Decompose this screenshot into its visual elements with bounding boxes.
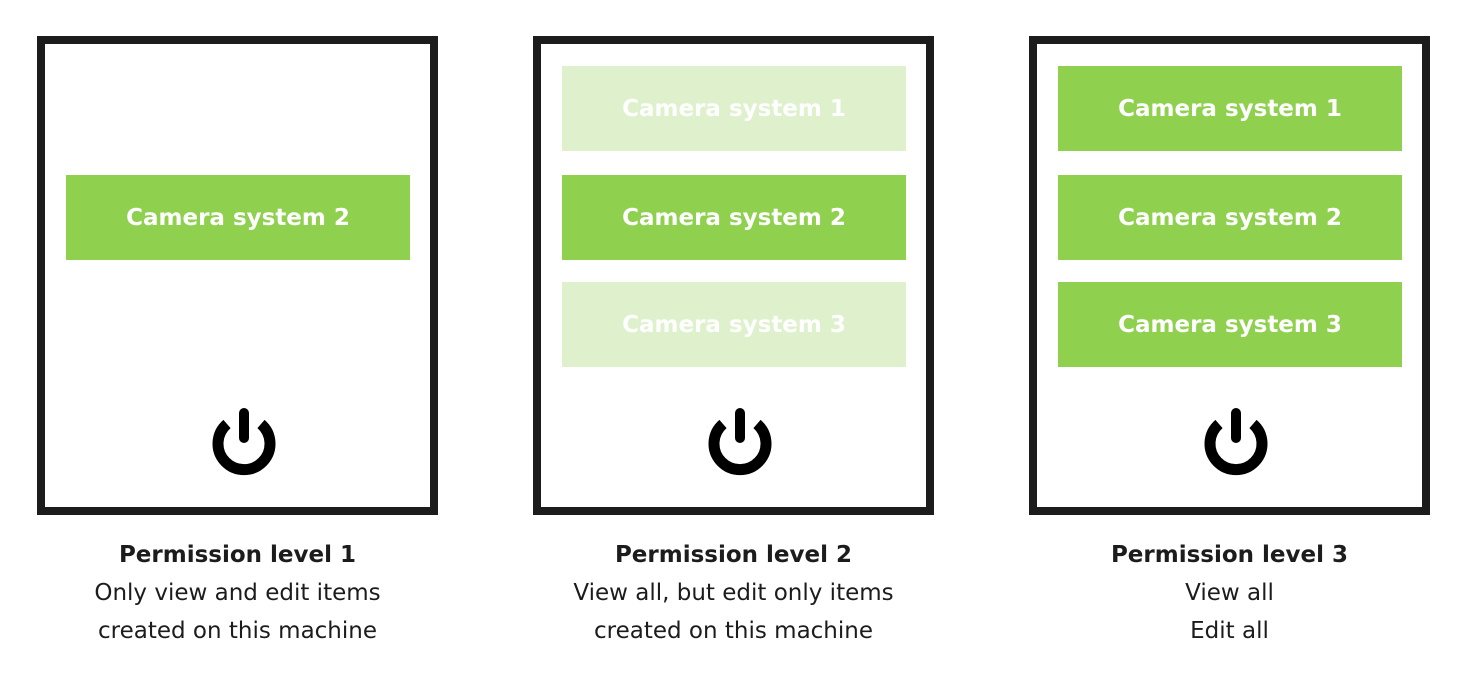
caption-title: Permission level 3 [1110, 542, 1349, 568]
camera-system-3-button: Camera system 3 [562, 282, 906, 367]
caption-line: Only view and edit items [94, 580, 381, 606]
caption-level-1: Permission level 1 Only view and edit it… [37, 536, 438, 650]
caption-line: View all, but edit only items [573, 580, 894, 606]
caption-line: View all [1185, 580, 1274, 606]
caption-line: created on this machine [594, 618, 873, 644]
device-frame-level-1: Camera system 2 [37, 36, 438, 515]
camera-system-2-button[interactable]: Camera system 2 [1058, 175, 1402, 260]
camera-system-2-button[interactable]: Camera system 2 [562, 175, 906, 260]
camera-system-2-button[interactable]: Camera system 2 [66, 175, 410, 260]
caption-level-3: Permission level 3 View all Edit all [1029, 536, 1430, 650]
device-frame-level-3: Camera system 1 Camera system 2 Camera s… [1029, 36, 1430, 515]
camera-system-1-button[interactable]: Camera system 1 [1058, 66, 1402, 151]
caption-level-2: Permission level 2 View all, but edit on… [533, 536, 934, 650]
power-icon[interactable] [707, 408, 773, 478]
caption-line: created on this machine [98, 618, 377, 644]
camera-system-1-button: Camera system 1 [562, 66, 906, 151]
device-frame-level-2: Camera system 1 Camera system 2 Camera s… [533, 36, 934, 515]
camera-system-3-button[interactable]: Camera system 3 [1058, 282, 1402, 367]
power-icon[interactable] [211, 408, 277, 478]
caption-line: Edit all [1190, 618, 1269, 644]
power-icon[interactable] [1203, 408, 1269, 478]
caption-title: Permission level 1 [118, 542, 357, 568]
caption-title: Permission level 2 [614, 542, 853, 568]
